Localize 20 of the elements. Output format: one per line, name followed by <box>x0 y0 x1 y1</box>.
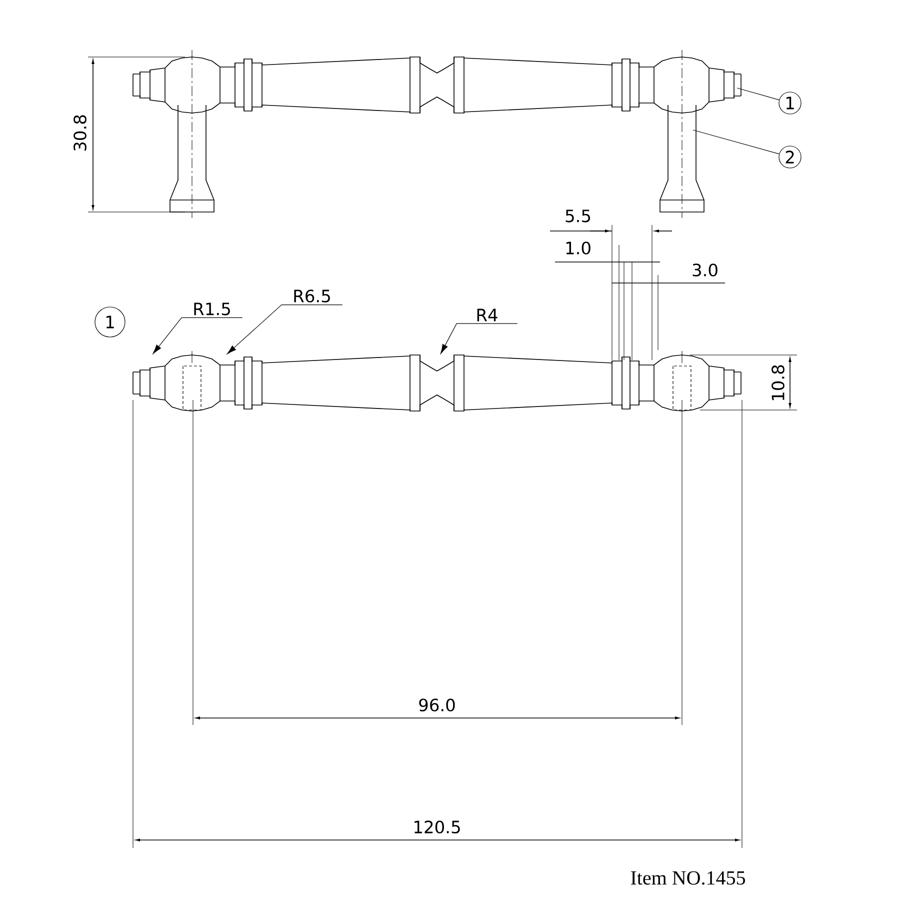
dimension-text: 3.0 <box>692 264 718 276</box>
callout-number: 2 <box>778 146 802 168</box>
leader-line <box>692 130 780 154</box>
leader-line <box>736 88 780 100</box>
dimension-text: 5.5 <box>566 210 590 222</box>
callout-number: 1 <box>778 92 802 114</box>
callout-number: 1 <box>94 306 126 338</box>
leader-line <box>440 323 518 354</box>
dimension-text: 10.8 <box>772 365 784 400</box>
item-number: Item NO.1455 <box>630 871 745 885</box>
dimension-text: 96.0 <box>419 698 455 712</box>
radius-text: R4 <box>477 308 498 322</box>
leader-line <box>152 317 243 354</box>
dimension-text: 1.0 <box>566 242 590 254</box>
radius-text: R1.5 <box>194 302 230 316</box>
dimension-text: 30.8 <box>74 115 86 151</box>
leader-line <box>226 304 343 354</box>
radius-text: R6.5 <box>294 290 330 302</box>
dimension-text: 120.5 <box>414 820 460 834</box>
handle-drawing <box>132 350 742 412</box>
